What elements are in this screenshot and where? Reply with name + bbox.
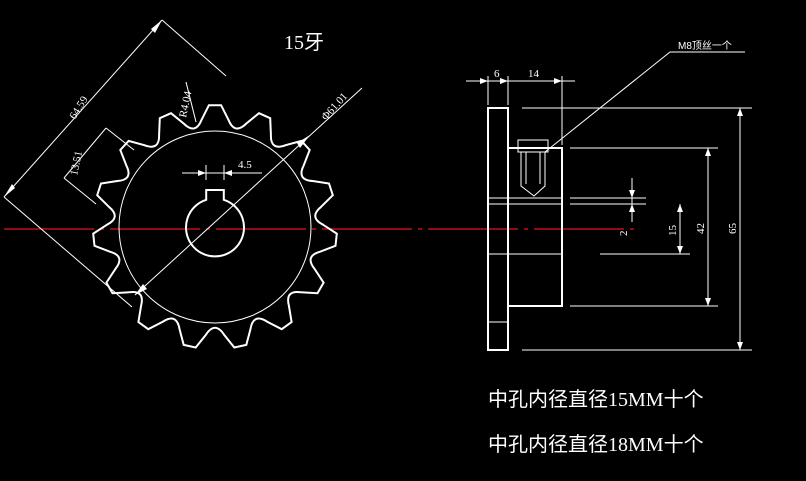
dim-keyway-depth-label: 2 xyxy=(618,231,630,237)
sprocket-front-view xyxy=(92,104,338,349)
dim-tooth-depth-label: 13.51 xyxy=(68,150,85,177)
dim-overall-label: 64.59 xyxy=(67,94,91,122)
note-bore-18: 中孔内径直径18MM十个 xyxy=(488,433,704,456)
dim-bore-label: 15 xyxy=(667,225,679,237)
dim-flange-thickness-label: 6 xyxy=(494,68,500,80)
title-teeth-count: 15牙 xyxy=(284,32,324,54)
side-view-dimensions xyxy=(466,51,752,351)
dim-hub-length-label: 14 xyxy=(528,68,540,80)
dim-root-radius-label: R4.04 xyxy=(177,90,194,119)
pitch-circle xyxy=(118,130,312,324)
setscrew-note-label: M8顶丝一个 xyxy=(678,40,732,52)
dim-flange-diameter-label: 65 xyxy=(727,223,739,235)
dim-outer-diameter-label: Φ61.01 xyxy=(319,91,350,123)
dim-keyway-width-label: 4.5 xyxy=(238,159,252,171)
sprocket-side-view xyxy=(487,107,563,351)
bore-with-keyway xyxy=(185,189,245,258)
note-bore-15: 中孔内径直径15MM十个 xyxy=(488,388,704,411)
sprocket-tooth-profile xyxy=(92,104,338,349)
dim-hub-diameter-label: 42 xyxy=(695,223,707,234)
gear-dimensions xyxy=(3,19,363,308)
